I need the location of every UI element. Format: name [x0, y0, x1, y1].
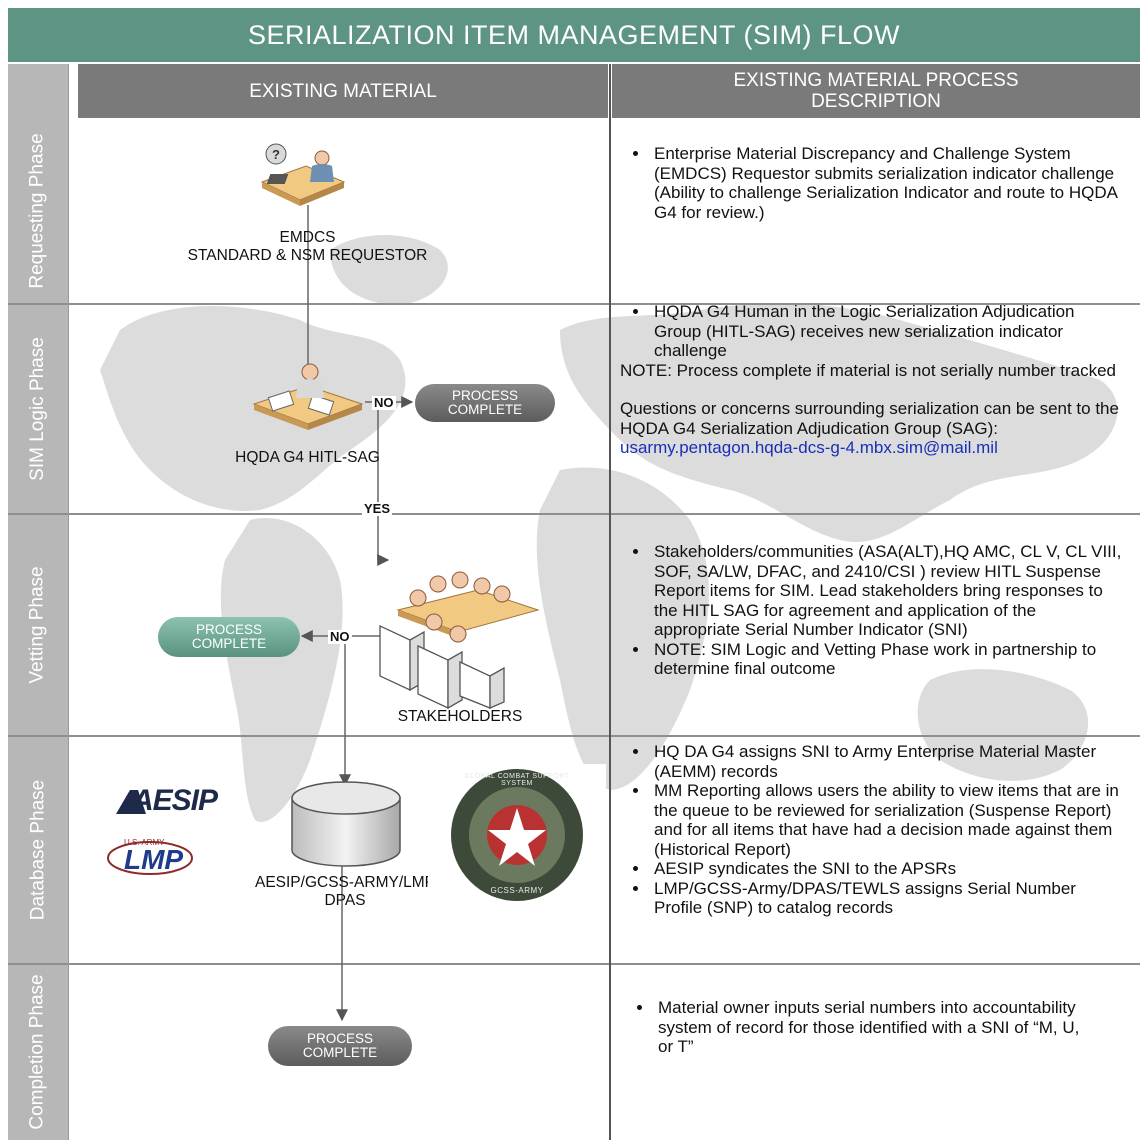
database-cylinder-icon [291, 781, 401, 867]
stakeholders-meeting-icon [379, 571, 540, 710]
requestor-label-line2: STANDARD & NSM REQUESTOR [187, 247, 428, 264]
sag-email-link[interactable]: usarmy.pentagon.hqda-dcs-g-4.mbx.sim@mai… [620, 438, 998, 457]
process-complete-line2: COMPLETE [191, 636, 267, 651]
arrow-hitl-yes [377, 400, 390, 566]
description-bullet: LMP/GCSS-Army/DPAS/TEWLS assigns Serial … [650, 879, 1125, 918]
sim-logic-questions: Questions or concerns surrounding serial… [620, 399, 1119, 438]
description-bullet: Stakeholders/communities (ASA(ALT),HQ AM… [650, 542, 1125, 640]
svg-text:?: ? [272, 147, 280, 162]
database-label-line1: AESIP/GCSS-ARMY/LMP [254, 874, 435, 891]
gcss-army-seal-top-text: GLOBAL COMBAT SUPPORT SYSTEM [464, 773, 570, 787]
column-header-process-description: EXISTING MATERIAL PROCESS DESCRIPTION [612, 64, 1140, 118]
aesip-logo-text: AESIP [132, 784, 218, 817]
requesting-description: Enterprise Material Discrepancy and Chal… [620, 144, 1125, 222]
description-bullet: HQDA G4 Human in the Logic Serialization… [650, 302, 1125, 361]
column-header-right-line2: DESCRIPTION [811, 91, 941, 112]
requestor-person-icon: ? [260, 143, 346, 206]
phase-divider [8, 303, 1140, 305]
phase-divider [8, 513, 1140, 515]
description-bullet: NOTE: SIM Logic and Vetting Phase work i… [650, 640, 1125, 679]
process-complete-line1: PROCESS [306, 1031, 374, 1046]
database-label-line2: DPAS [324, 892, 366, 909]
process-complete-line1: PROCESS [451, 388, 519, 403]
aesip-logo-graphic [112, 786, 246, 816]
database-description: HQ DA G4 assigns SNI to Army Enterprise … [620, 742, 1125, 918]
process-complete-vetting: PROCESS COMPLETE [158, 617, 300, 657]
process-complete-line2: COMPLETE [447, 402, 523, 417]
description-bullet: Material owner inputs serial numbers int… [654, 998, 1084, 1057]
aesip-logo: AESIP [112, 784, 246, 820]
gcss-army-seal-graphic [428, 764, 606, 906]
description-bullet: HQ DA G4 assigns SNI to Army Enterprise … [650, 742, 1125, 781]
process-complete-line2: COMPLETE [302, 1045, 378, 1060]
decision-yes-label: YES [362, 501, 393, 516]
phase-sidebar [8, 64, 68, 1140]
description-bullet: Enterprise Material Discrepancy and Chal… [650, 144, 1125, 222]
gcss-army-logo: GLOBAL COMBAT SUPPORT SYSTEM GCSS-ARMY [428, 764, 606, 906]
decision-no-label: NO [328, 629, 352, 644]
hitl-sag-label: HQDA G4 HITL-SAG [235, 449, 380, 466]
hitl-person-icon [252, 363, 364, 430]
completion-description: Material owner inputs serial numbers int… [624, 998, 1084, 1057]
diagram-title: SERIALIZATION ITEM MANAGEMENT (SIM) FLOW [8, 8, 1140, 62]
process-complete-final: PROCESS COMPLETE [268, 1026, 412, 1066]
database-label: AESIP/GCSS-ARMY/LMP DPAS [200, 874, 490, 910]
process-complete-sim-logic: PROCESS COMPLETE [415, 384, 555, 422]
vetting-description: Stakeholders/communities (ASA(ALT),HQ AM… [620, 542, 1125, 679]
process-complete-line1: PROCESS [195, 622, 263, 637]
gcss-army-seal-bottom-text: GCSS-ARMY [490, 886, 544, 895]
phase-divider [8, 963, 1140, 965]
requestor-label-line1: EMDCS [279, 229, 336, 246]
sim-logic-description: HQDA G4 Human in the Logic Serialization… [620, 302, 1125, 458]
lmp-small-text: U.S. ARMY [124, 838, 165, 847]
spacer [620, 380, 1125, 399]
stakeholders-label: STAKEHOLDERS [397, 708, 523, 725]
phase-divider [8, 735, 1140, 737]
decision-no-label: NO [372, 395, 396, 410]
sim-logic-note: NOTE: Process complete if material is no… [620, 360, 1117, 380]
sidebar-divider [68, 64, 69, 1140]
column-header-left-label: EXISTING MATERIAL [249, 80, 437, 102]
column-header-right-line1: EXISTING MATERIAL PROCESS [733, 70, 1019, 91]
description-bullet: MM Reporting allows users the ability to… [650, 781, 1125, 859]
lmp-logo-text: LMP [124, 844, 184, 875]
description-bullet: AESIP syndicates the SNI to the APSRs [650, 859, 1125, 879]
requestor-label: EMDCS STANDARD & NSM REQUESTOR [140, 229, 475, 265]
column-header-existing-material: EXISTING MATERIAL [78, 64, 608, 118]
column-divider [609, 64, 611, 1140]
lmp-logo-graphic [107, 841, 193, 875]
lmp-logo: U.S. ARMY LMP [106, 836, 202, 880]
